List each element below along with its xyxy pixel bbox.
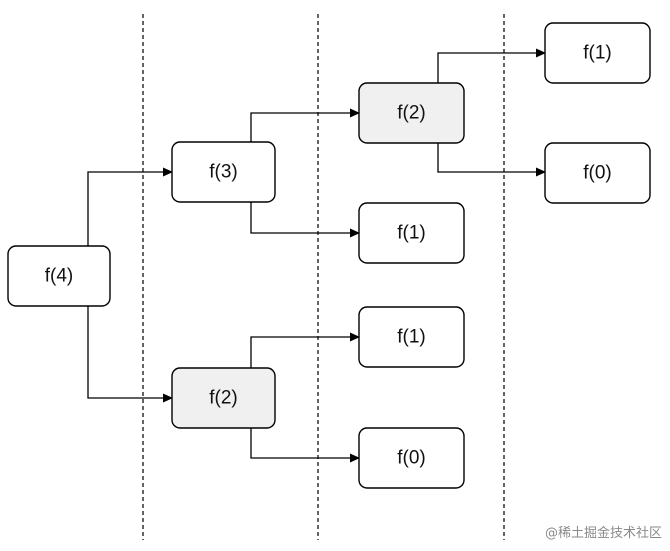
node-f1-b: f(1) [544, 22, 651, 84]
node-f1-b-label: f(1) [583, 43, 612, 64]
node-f4-label: f(4) [45, 266, 74, 287]
node-f2-left: f(2) [171, 367, 276, 429]
node-f2-top-label: f(2) [397, 103, 426, 124]
edge-f2-top-to-f0-a [437, 143, 546, 177]
edges [87, 48, 546, 463]
edge-f2-top-to-f1-b [437, 48, 546, 83]
node-f1-a-box [358, 202, 465, 264]
node-f1-b-box [544, 22, 651, 84]
watermark: @稀土掘金技术社区 [544, 526, 662, 541]
node-f1-a: f(1) [358, 202, 465, 264]
node-f2-top-box [358, 82, 465, 144]
node-f2-left-label: f(2) [209, 388, 238, 409]
node-f2-top: f(2) [358, 82, 465, 144]
edge-f3-to-f2-top [250, 108, 360, 142]
edge-f4-to-f2-left [87, 306, 173, 403]
node-f2-left-box [171, 367, 276, 429]
node-f0-b: f(0) [358, 427, 465, 489]
node-f1-c-label: f(1) [397, 327, 426, 348]
node-f0-a-box [544, 142, 651, 204]
node-f0-a: f(0) [544, 142, 651, 204]
node-f3: f(3) [171, 141, 276, 203]
node-f4-box [7, 245, 111, 307]
edge-f2-left-to-f1-c [250, 332, 360, 368]
edge-f4-to-f3 [87, 167, 173, 246]
node-f1-c-box [358, 306, 465, 368]
edge-f2-left-to-f0-b [250, 428, 360, 463]
node-f3-label: f(3) [209, 162, 238, 183]
node-f4: f(4) [7, 245, 111, 307]
node-f1-c: f(1) [358, 306, 465, 368]
node-f0-b-label: f(0) [397, 448, 426, 469]
edge-f3-to-f1-a [250, 202, 360, 238]
node-f0-b-box [358, 427, 465, 489]
node-f3-box [171, 141, 276, 203]
node-f1-a-label: f(1) [397, 223, 426, 244]
node-f0-a-label: f(0) [583, 163, 612, 184]
